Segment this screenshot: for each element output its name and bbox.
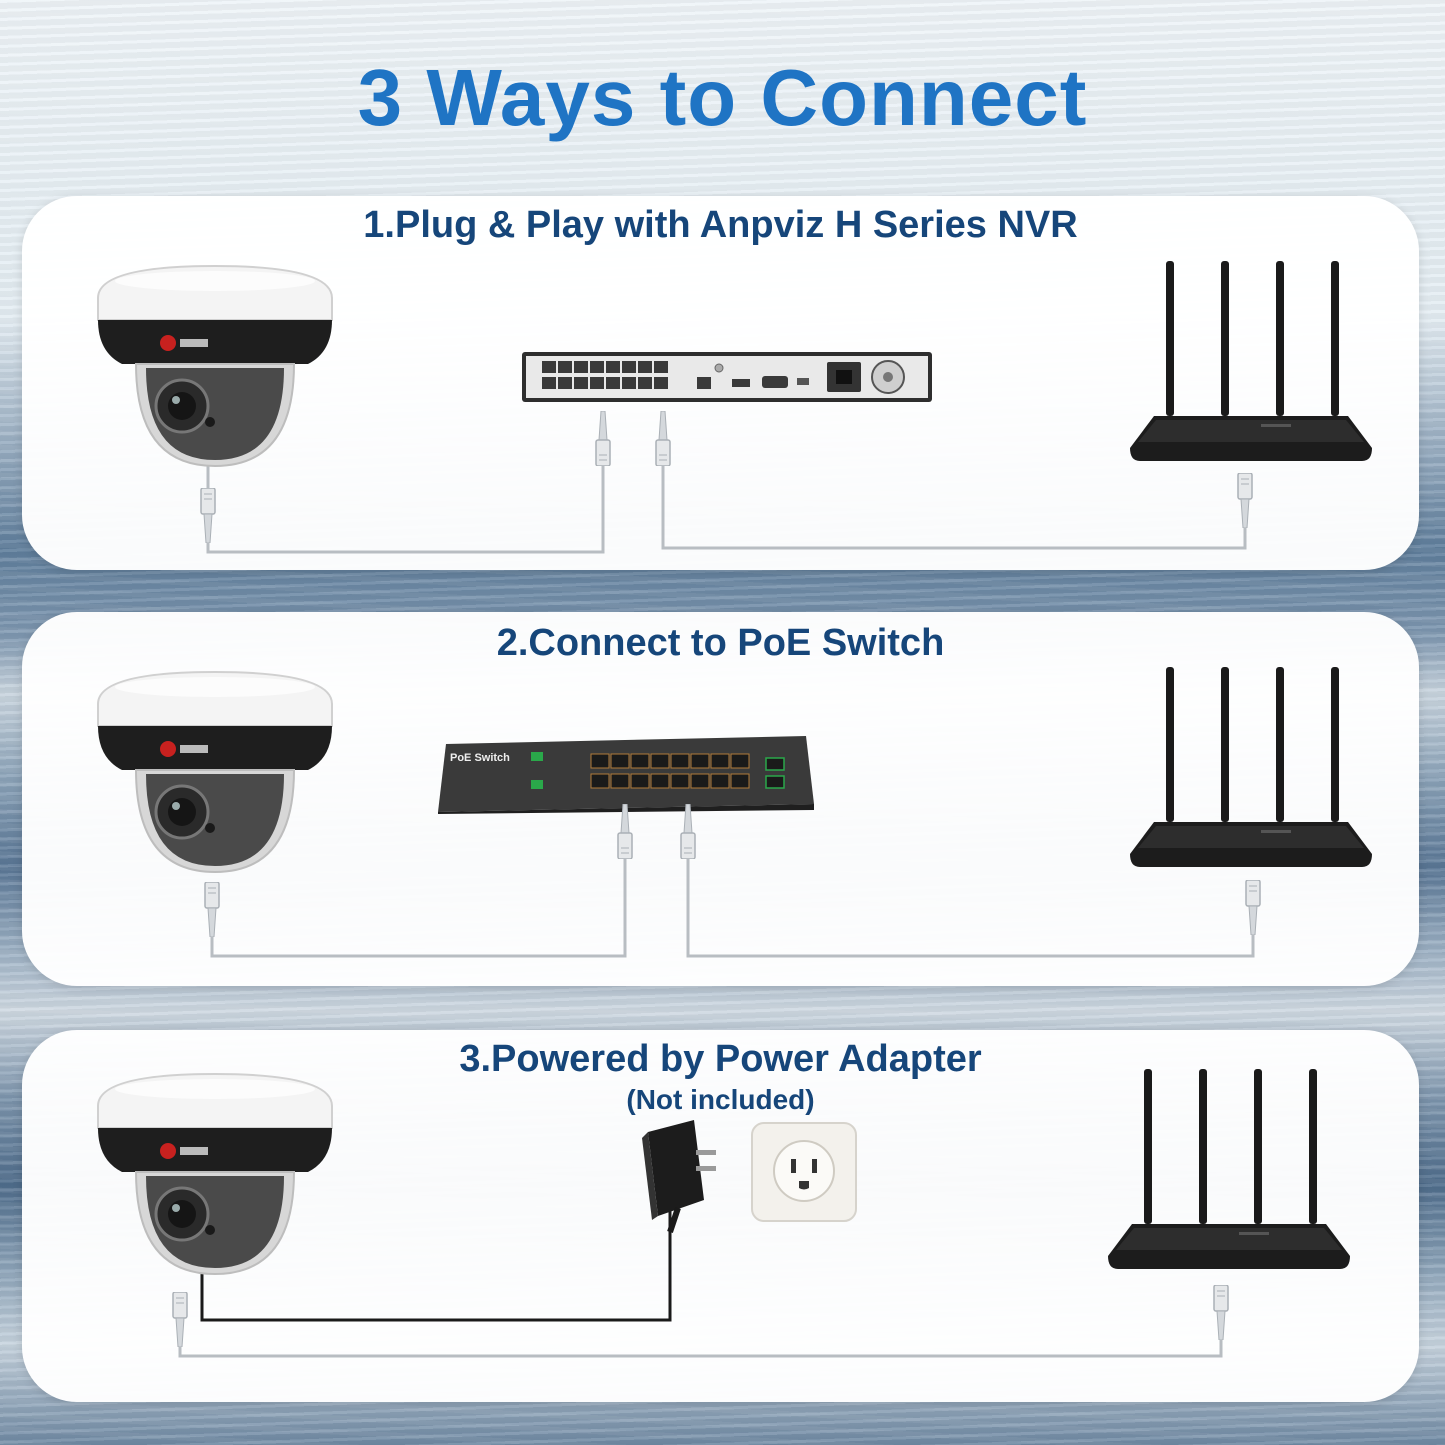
router-icon xyxy=(1130,261,1372,461)
connection-diagram xyxy=(96,1069,1350,1358)
camera-icon xyxy=(96,264,334,468)
poe-switch-icon xyxy=(437,735,815,814)
panel-title: 3.Powered by Power Adapter xyxy=(459,1038,982,1080)
ethernet-plug-icon xyxy=(204,882,220,937)
page-title: 3 Ways to Connect xyxy=(357,53,1088,142)
ethernet-plug-icon xyxy=(200,488,216,543)
panel-title: 1.Plug & Play with Anpviz H Series NVR xyxy=(363,204,1078,246)
cable xyxy=(178,1326,1223,1358)
connection-diagram xyxy=(96,667,1372,958)
ethernet-plug-icon xyxy=(655,411,671,466)
cable xyxy=(210,856,627,958)
router-icon xyxy=(1130,667,1372,867)
cable xyxy=(661,454,1247,550)
router-icon xyxy=(1108,1069,1350,1269)
wall-outlet-icon xyxy=(751,1122,857,1222)
ethernet-plug-icon xyxy=(1213,1285,1229,1340)
camera-icon xyxy=(96,1072,334,1276)
ethernet-plug-icon xyxy=(617,804,633,859)
ethernet-plug-icon xyxy=(172,1292,188,1347)
ethernet-plug-icon xyxy=(595,411,611,466)
ethernet-plug-icon xyxy=(1237,473,1253,528)
power-adapter-icon xyxy=(642,1120,716,1233)
connection-diagram xyxy=(96,261,1372,554)
ethernet-plug-icon xyxy=(1245,880,1261,935)
power-cable xyxy=(200,1210,672,1322)
camera-icon xyxy=(96,670,334,874)
panel-power-adapter: 3.Powered by Power Adapter (Not included… xyxy=(22,1030,1419,1402)
ethernet-plug-icon xyxy=(680,804,696,859)
nvr-icon xyxy=(522,352,932,402)
cable xyxy=(686,856,1255,958)
cable xyxy=(206,454,605,554)
panel-nvr: 1.Plug & Play with Anpviz H Series NVR xyxy=(22,196,1419,570)
panel-subtitle: (Not included) xyxy=(626,1084,815,1115)
panel-title: 2.Connect to PoE Switch xyxy=(496,622,945,664)
panel-poe-switch: 2.Connect to PoE Switch xyxy=(22,612,1419,986)
